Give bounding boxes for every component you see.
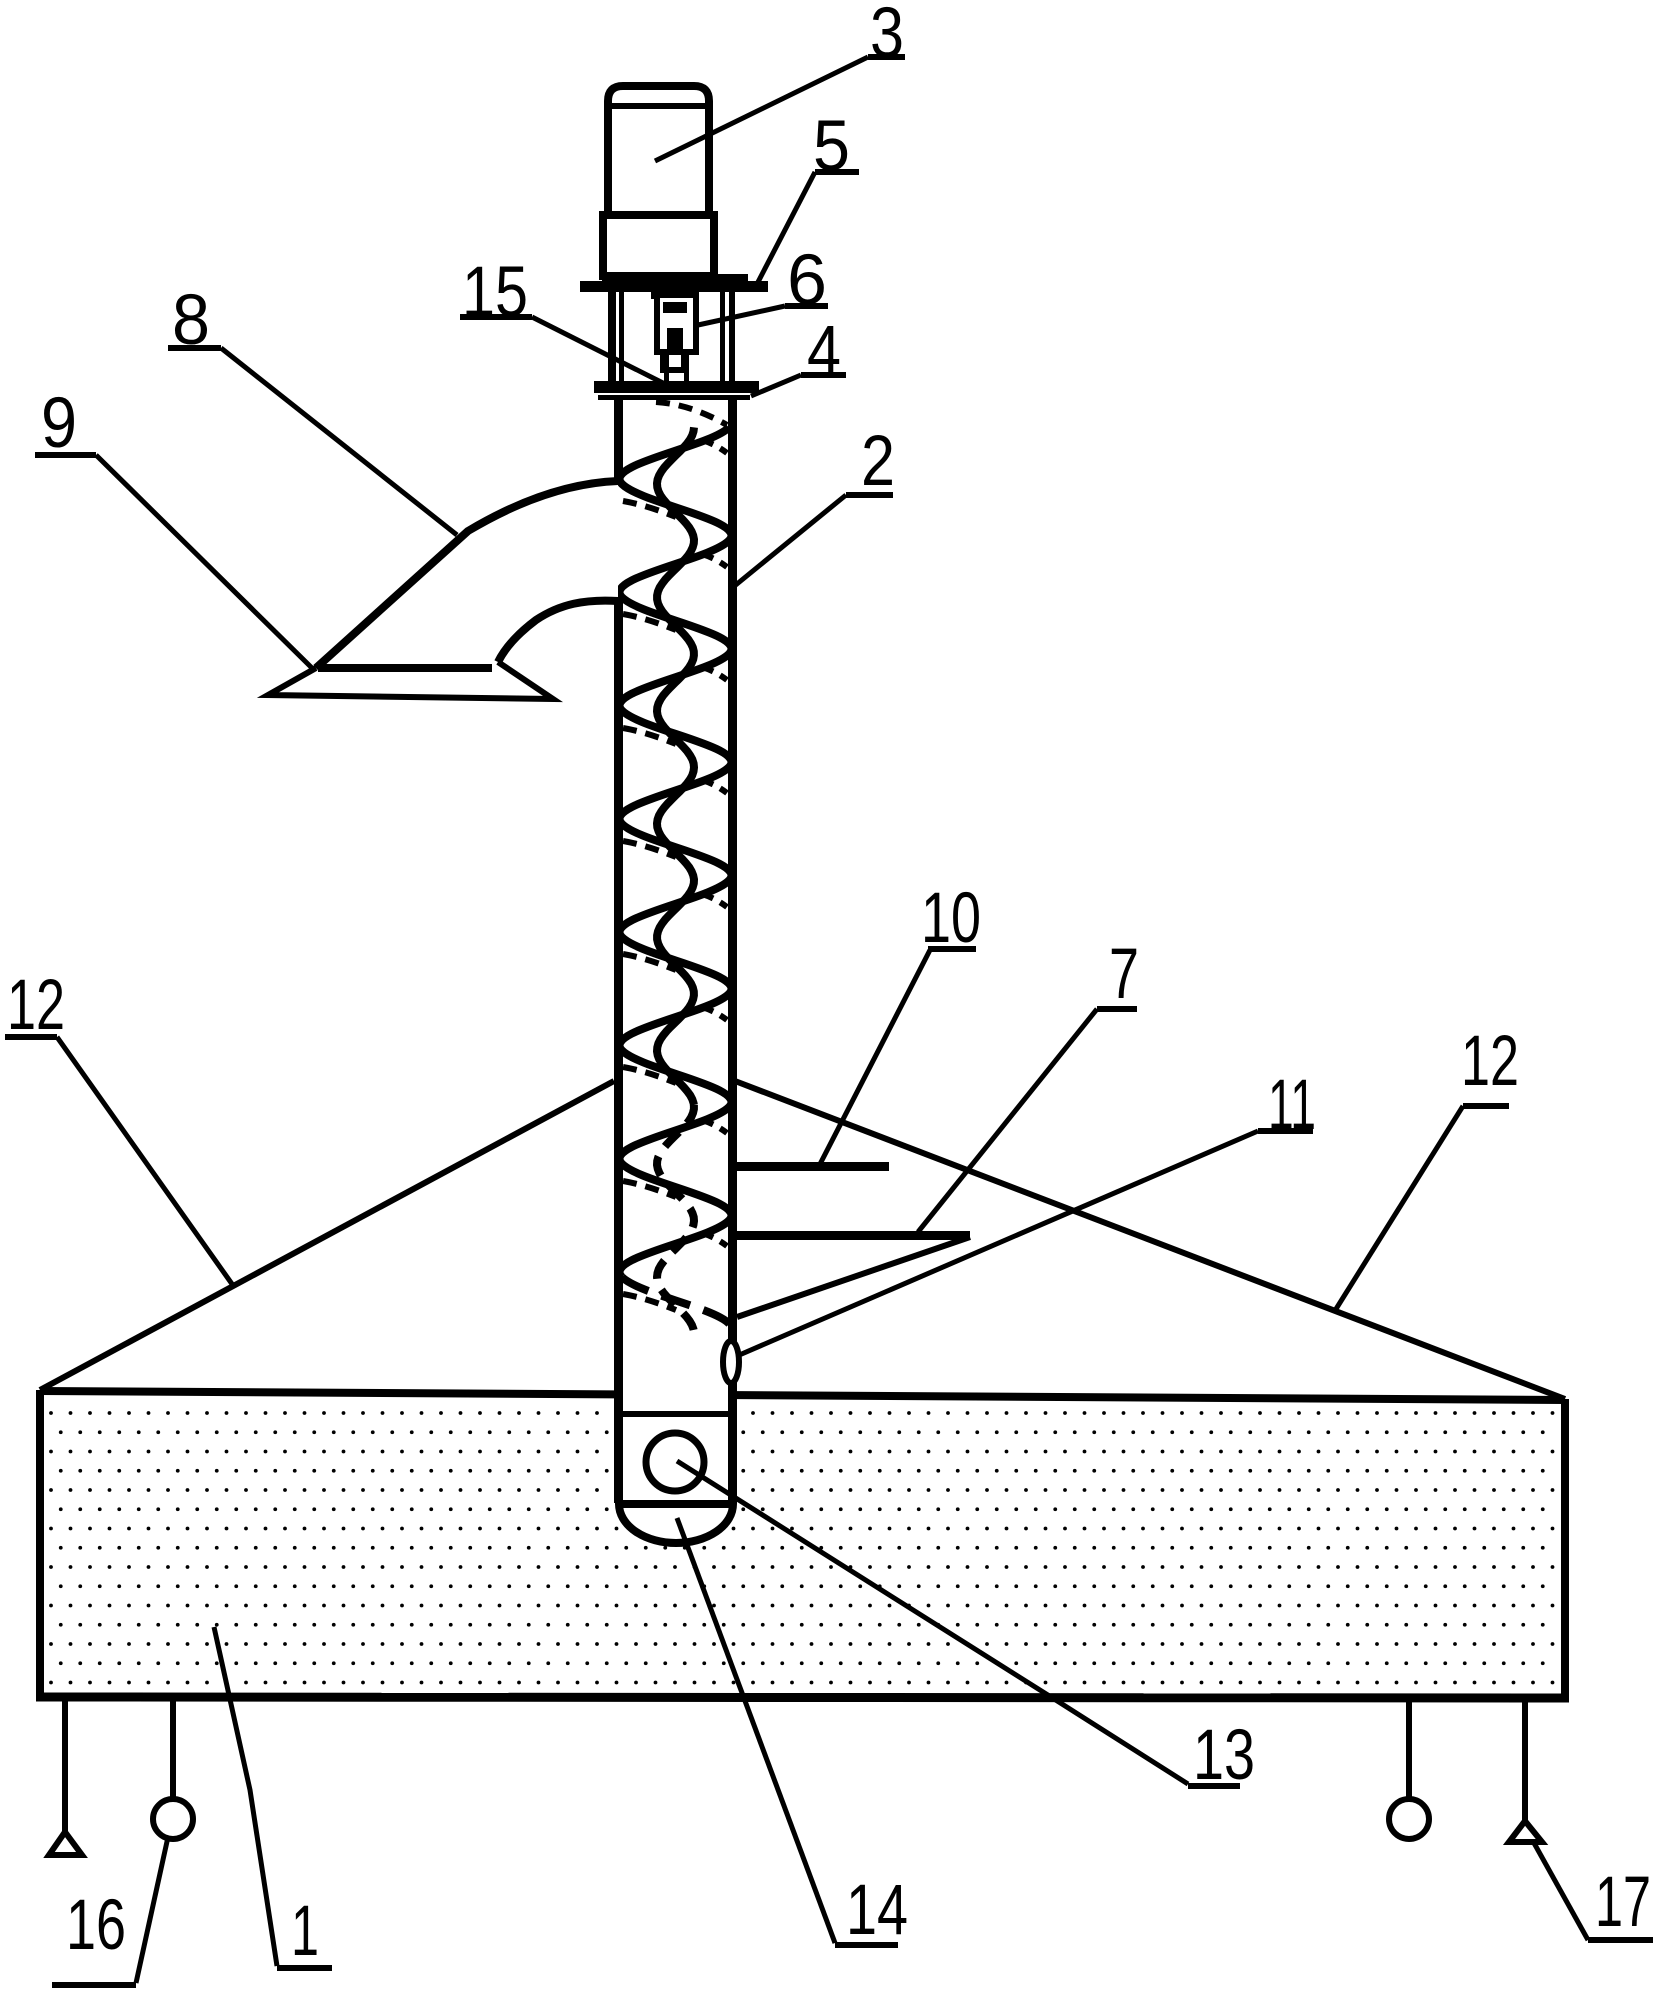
svg-text:12: 12 <box>1461 1022 1519 1101</box>
svg-text:2: 2 <box>861 422 895 501</box>
svg-text:10: 10 <box>921 879 981 958</box>
svg-text:9: 9 <box>41 384 77 463</box>
svg-text:7: 7 <box>1109 935 1139 1014</box>
svg-text:13: 13 <box>1193 1716 1255 1795</box>
svg-text:4: 4 <box>807 312 841 391</box>
svg-text:15: 15 <box>462 253 528 332</box>
svg-text:16: 16 <box>66 1886 126 1965</box>
svg-text:17: 17 <box>1595 1863 1651 1942</box>
svg-text:12: 12 <box>7 966 65 1045</box>
svg-text:1: 1 <box>291 1892 319 1971</box>
svg-text:3: 3 <box>870 0 904 73</box>
svg-text:14: 14 <box>846 1871 908 1950</box>
